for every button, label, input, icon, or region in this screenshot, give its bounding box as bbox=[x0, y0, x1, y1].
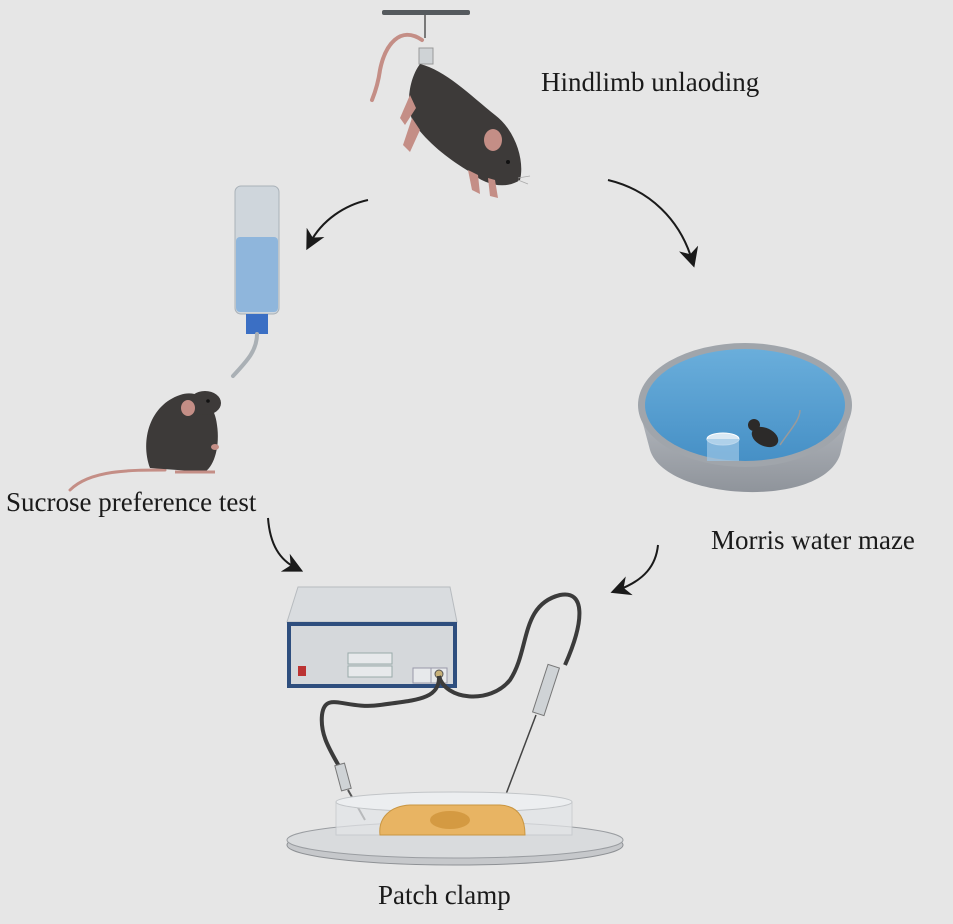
suspended-mouse-icon bbox=[370, 32, 531, 198]
cable-left bbox=[319, 675, 442, 769]
arrow-to-sucrose bbox=[306, 199, 369, 251]
arrow-sucrose-to-patch bbox=[267, 517, 304, 572]
label-hindlimb-unloading: Hindlimb unlaoding bbox=[541, 67, 760, 97]
sitting-mouse-icon bbox=[68, 391, 221, 492]
label-morris-water-maze: Morris water maze bbox=[711, 525, 915, 555]
cable-right bbox=[437, 592, 582, 699]
water-maze-pool-icon bbox=[638, 343, 852, 493]
petri-dish-icon bbox=[286, 791, 624, 866]
label-sucrose-preference-test: Sucrose preference test bbox=[6, 487, 257, 517]
arrow-morris-to-patch bbox=[610, 544, 659, 596]
patch-clamp-amplifier-icon bbox=[286, 586, 458, 688]
arrow-to-morris bbox=[607, 179, 699, 268]
water-bottle-icon bbox=[231, 185, 280, 378]
suspension-bar-icon bbox=[382, 10, 470, 38]
electrode-right-icon bbox=[499, 663, 561, 811]
label-patch-clamp: Patch clamp bbox=[378, 880, 511, 910]
